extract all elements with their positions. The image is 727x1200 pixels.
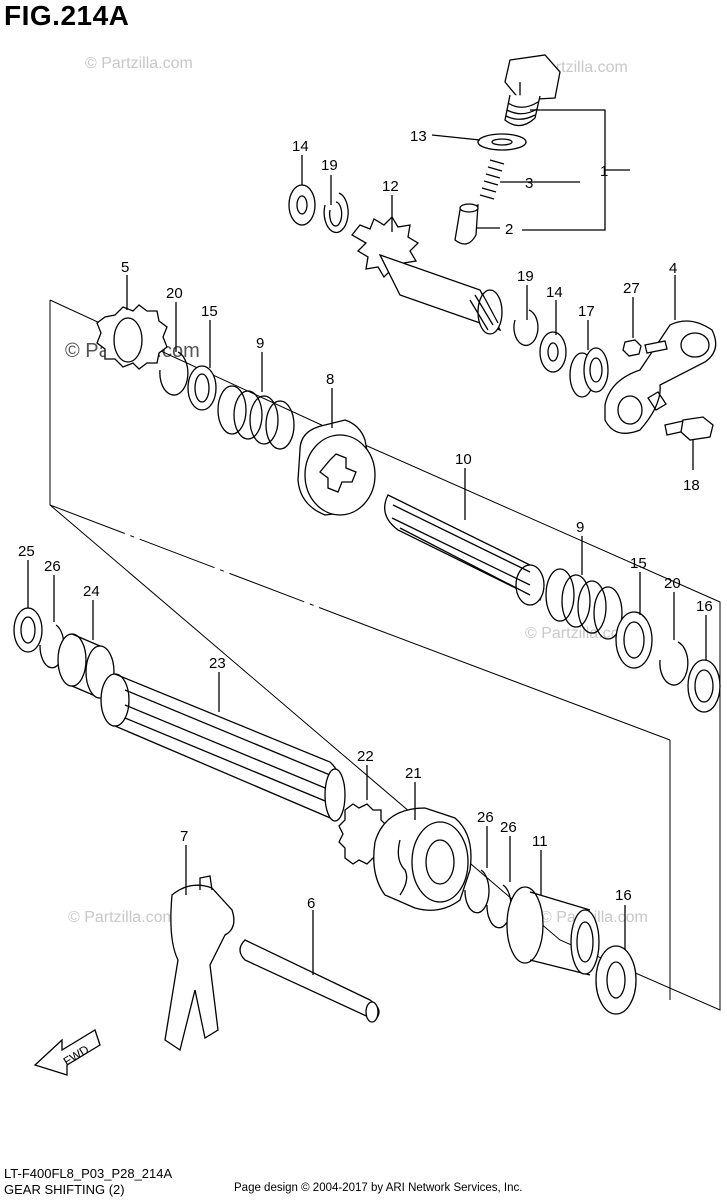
- gear-shift-arm-4: [604, 320, 717, 434]
- circlip-19-b: [513, 309, 539, 347]
- bearing-17: [569, 347, 609, 398]
- washer-13: [477, 133, 527, 151]
- callout-19a: 19: [321, 157, 338, 174]
- diagram-name: GEAR SHIFTING (2): [4, 1182, 125, 1197]
- assembly-outline-dash: [49, 504, 366, 626]
- cam-shaft-10: [384, 494, 545, 606]
- callout-2: 2: [505, 221, 513, 238]
- diagram-code: LT-F400FL8_P03_P28_214A: [4, 1166, 173, 1181]
- spring-9-b: [545, 568, 623, 640]
- callout-16a: 16: [696, 598, 713, 615]
- callout-23: 23: [209, 655, 226, 672]
- callout-26c: 26: [500, 819, 517, 836]
- shift-cam-stopper-bolt: [504, 54, 561, 127]
- callout-line-13: [431, 134, 481, 141]
- callout-16b: 16: [615, 887, 632, 904]
- figure-title: FIG.214A: [4, 0, 130, 31]
- assembly-outline-lower: [364, 624, 671, 741]
- gear-shift-shaft-12: [351, 215, 503, 335]
- callout-20a: 20: [166, 285, 183, 302]
- callout-14a: 14: [292, 138, 309, 155]
- callout-1: 1: [600, 163, 608, 180]
- washer-25: [13, 607, 43, 653]
- callout-25: 25: [18, 543, 35, 560]
- circlip-19-a: [323, 192, 349, 234]
- washer-15-b: [615, 611, 653, 669]
- bearing-11: [506, 886, 600, 976]
- gear-shift-cam-stopper-5: [96, 304, 168, 370]
- fwd-arrow: [33, 1029, 101, 1076]
- callout-7: 7: [180, 828, 188, 845]
- callout-24: 24: [83, 583, 100, 600]
- copyright-notice: Page design © 2004-2017 by ARI Network S…: [234, 1182, 523, 1194]
- callout-19b: 19: [517, 268, 534, 285]
- bolt-18: [664, 416, 714, 441]
- callout-14b: 14: [546, 284, 563, 301]
- callout-10: 10: [455, 451, 472, 468]
- circlip-26-b: [464, 869, 490, 914]
- callout-15a: 15: [201, 303, 218, 320]
- callout-6: 6: [307, 895, 315, 912]
- callout-17: 17: [578, 303, 595, 320]
- callout-27: 27: [623, 280, 640, 297]
- gear-shift-fork-7: [164, 875, 235, 1052]
- circlip-20-b: [659, 641, 689, 686]
- gear-shift-drum-21: [373, 807, 472, 911]
- washer-15-a: [187, 365, 217, 411]
- callout-3: 3: [525, 175, 533, 192]
- callout-15b: 15: [630, 555, 647, 572]
- washer-16-b: [595, 945, 637, 1015]
- callout-9b: 9: [576, 519, 584, 536]
- callout-18: 18: [683, 477, 700, 494]
- spring-3: [479, 159, 505, 200]
- callout-9a: 9: [256, 335, 264, 352]
- callout-13: 13: [410, 128, 427, 145]
- bolt-27: [622, 339, 668, 357]
- watermark-4: © Partzilla.com: [68, 909, 176, 926]
- callout-numbers: 1 2 3 4 5 6 7 8 9 9 10 11 12 13 14 14 15…: [18, 128, 713, 912]
- callout-12: 12: [382, 178, 399, 195]
- washer-14-a: [288, 184, 316, 226]
- shift-cam-8: [297, 419, 376, 516]
- pin-2: [454, 203, 479, 245]
- callout-21: 21: [405, 765, 422, 782]
- callout-5: 5: [121, 259, 129, 276]
- callout-bracket-1: [522, 109, 606, 231]
- callout-4: 4: [669, 260, 677, 277]
- shaft-23: [100, 673, 346, 822]
- callout-22: 22: [357, 748, 374, 765]
- gear-shift-fork-shaft-6: [239, 939, 380, 1023]
- circlip-26-c: [486, 884, 512, 929]
- watermark-1: © Partzilla.com: [85, 55, 193, 72]
- watermark-3: © Partzilla.com: [525, 625, 633, 642]
- callout-8: 8: [326, 371, 334, 388]
- callout-20b: 20: [664, 575, 681, 592]
- washer-16-a: [687, 659, 721, 713]
- spring-9-a: [217, 385, 295, 450]
- circlip-20-a: [159, 351, 189, 396]
- washer-14-b: [539, 331, 567, 373]
- callout-26a: 26: [44, 558, 61, 575]
- callout-11: 11: [532, 833, 548, 850]
- callout-26b: 26: [477, 809, 494, 826]
